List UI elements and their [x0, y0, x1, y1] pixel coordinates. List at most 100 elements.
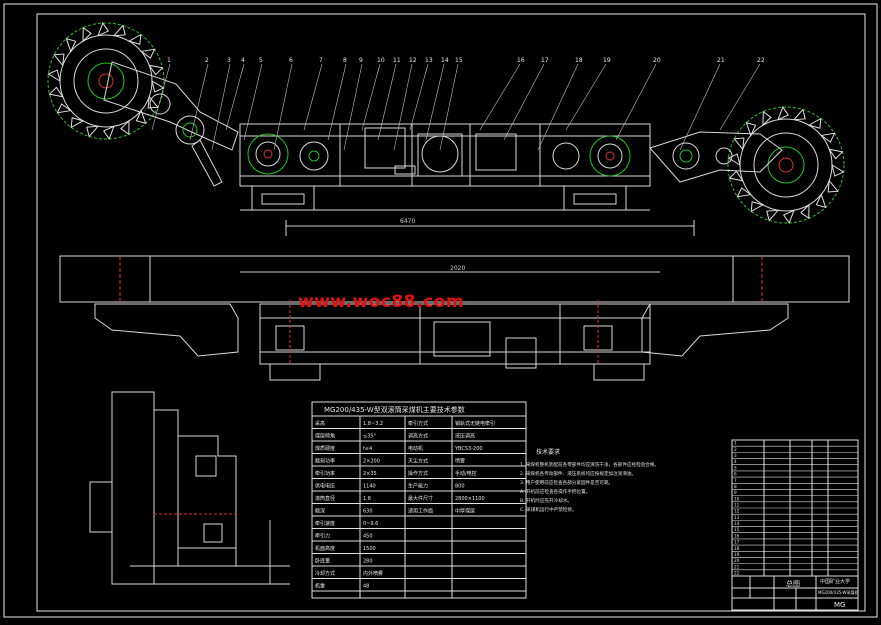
- tech-note: 3. 用户使用前应检查各部分紧固件是否可靠。: [520, 479, 613, 486]
- drum-tooth: [53, 53, 65, 67]
- callout-leader: [537, 63, 579, 151]
- drum-tooth: [102, 125, 115, 140]
- callout-leader: [327, 63, 347, 141]
- param-label: 调高方式: [408, 433, 428, 440]
- title-block: [731, 575, 859, 611]
- tech-title: 技术要求: [536, 448, 560, 456]
- left-drum-plan: [59, 255, 151, 303]
- bom-item-no: 10: [734, 496, 740, 501]
- bom-item-no: 7: [734, 478, 737, 483]
- param-value: 手动/电控: [455, 470, 477, 477]
- drum-tooth: [792, 108, 806, 121]
- callout-number: 18: [575, 57, 583, 64]
- callout-number: 15: [455, 57, 463, 64]
- callout-leader: [425, 63, 445, 141]
- callout-number: 7: [319, 57, 323, 64]
- callout-leader: [243, 63, 263, 141]
- bom-item-no: 12: [734, 509, 740, 514]
- bom-item-no: 19: [734, 552, 740, 557]
- left-cutting-drum: [47, 22, 165, 140]
- title-org: 中国矿业大学: [820, 578, 850, 585]
- bom-item-no: 21: [734, 564, 740, 569]
- param-value: 630: [363, 509, 373, 515]
- bom-item-no: 15: [734, 527, 740, 532]
- bom-item-no: 22: [734, 571, 740, 576]
- drum-tooth: [112, 24, 126, 37]
- callout-leader: [273, 63, 293, 151]
- right-traction-shoe: [563, 185, 627, 211]
- param-value: 液压调高: [455, 433, 475, 440]
- inner-frame: [36, 13, 866, 612]
- tech-note: 2. 采煤机各传动部件、液压系统均应按规定加注润滑油。: [520, 470, 636, 477]
- drum-tooth: [127, 33, 142, 45]
- bom-table: [731, 439, 859, 577]
- bom-item-no: 14: [734, 521, 740, 526]
- callout-number: 19: [603, 57, 611, 64]
- drum-tooth: [65, 37, 77, 53]
- param-label: 采高: [315, 420, 325, 427]
- param-value: 800: [455, 484, 465, 490]
- param-value: 2×200: [363, 459, 380, 465]
- callout-number: 3: [227, 57, 231, 64]
- callout-number: 9: [359, 57, 363, 64]
- dim-plan: 2020: [450, 265, 465, 272]
- drum-tooth: [733, 137, 745, 151]
- param-value: 中厚煤层: [455, 508, 475, 515]
- drum-tooth: [827, 179, 839, 193]
- param-value: f≤4: [363, 446, 372, 452]
- drum-tooth: [47, 69, 61, 83]
- bom-item-no: 8: [734, 484, 737, 489]
- body-plan: [259, 303, 651, 365]
- param-table-title: MG200/435-W型双滚筒采煤机主要技术参数: [324, 405, 465, 414]
- callout-number: 13: [425, 57, 433, 64]
- callout-leader: [503, 63, 545, 141]
- callout-number: 11: [393, 57, 401, 64]
- drum-tooth: [831, 163, 845, 177]
- drum-tooth: [807, 117, 822, 129]
- callout-number: 21: [717, 57, 725, 64]
- param-label: 最大件尺寸: [408, 495, 433, 502]
- machine-body: [239, 123, 651, 187]
- callout-leader: [189, 63, 209, 141]
- bom-item-no: 3: [734, 453, 737, 458]
- param-label: 卧底量: [315, 558, 330, 565]
- param-value: 2×35: [363, 471, 377, 477]
- param-label: 操作方式: [408, 470, 428, 477]
- drum-tooth: [815, 193, 827, 209]
- bom-item-no: 18: [734, 546, 740, 551]
- callout-number: 2: [205, 57, 209, 64]
- param-label: 适用工作面: [408, 508, 433, 515]
- param-label: 煤层倾角: [315, 433, 335, 440]
- title-drawing-no: MG200/435-W采煤机: [818, 589, 858, 595]
- callout-number: 16: [517, 57, 525, 64]
- drum-tooth: [819, 132, 836, 143]
- bom-item-no: 1: [734, 441, 737, 446]
- drum-tooth: [151, 79, 165, 93]
- drum-tooth: [800, 203, 810, 220]
- tech-note: 1. 采煤机整机装配前各零部件均应清洗干净，各部件应经检验合格。: [520, 461, 659, 468]
- param-label: 牵引速度: [315, 520, 335, 527]
- drum-tooth: [120, 119, 130, 136]
- param-value: 0~9.6: [363, 521, 378, 527]
- dim-overall: 6470: [400, 218, 415, 225]
- callout-leader: [679, 63, 721, 151]
- parameter-table: [311, 401, 527, 599]
- drum-tooth: [48, 86, 64, 98]
- callout-leader: [361, 63, 381, 131]
- drum-tooth: [736, 187, 753, 198]
- callout-number: 4: [241, 57, 245, 64]
- bom-item-no: 17: [734, 540, 740, 545]
- callout-number: 6: [289, 57, 293, 64]
- callout-leader: [211, 63, 231, 151]
- title-code: MG: [834, 601, 845, 609]
- callout-leader: [303, 63, 323, 131]
- param-label: 电动机: [408, 445, 423, 452]
- drum-tooth: [148, 64, 164, 76]
- param-value: 1140: [363, 484, 376, 490]
- param-value: 1.8~3.2: [363, 421, 383, 427]
- drum-tooth: [782, 209, 795, 224]
- param-label: 牵引方式: [408, 420, 428, 427]
